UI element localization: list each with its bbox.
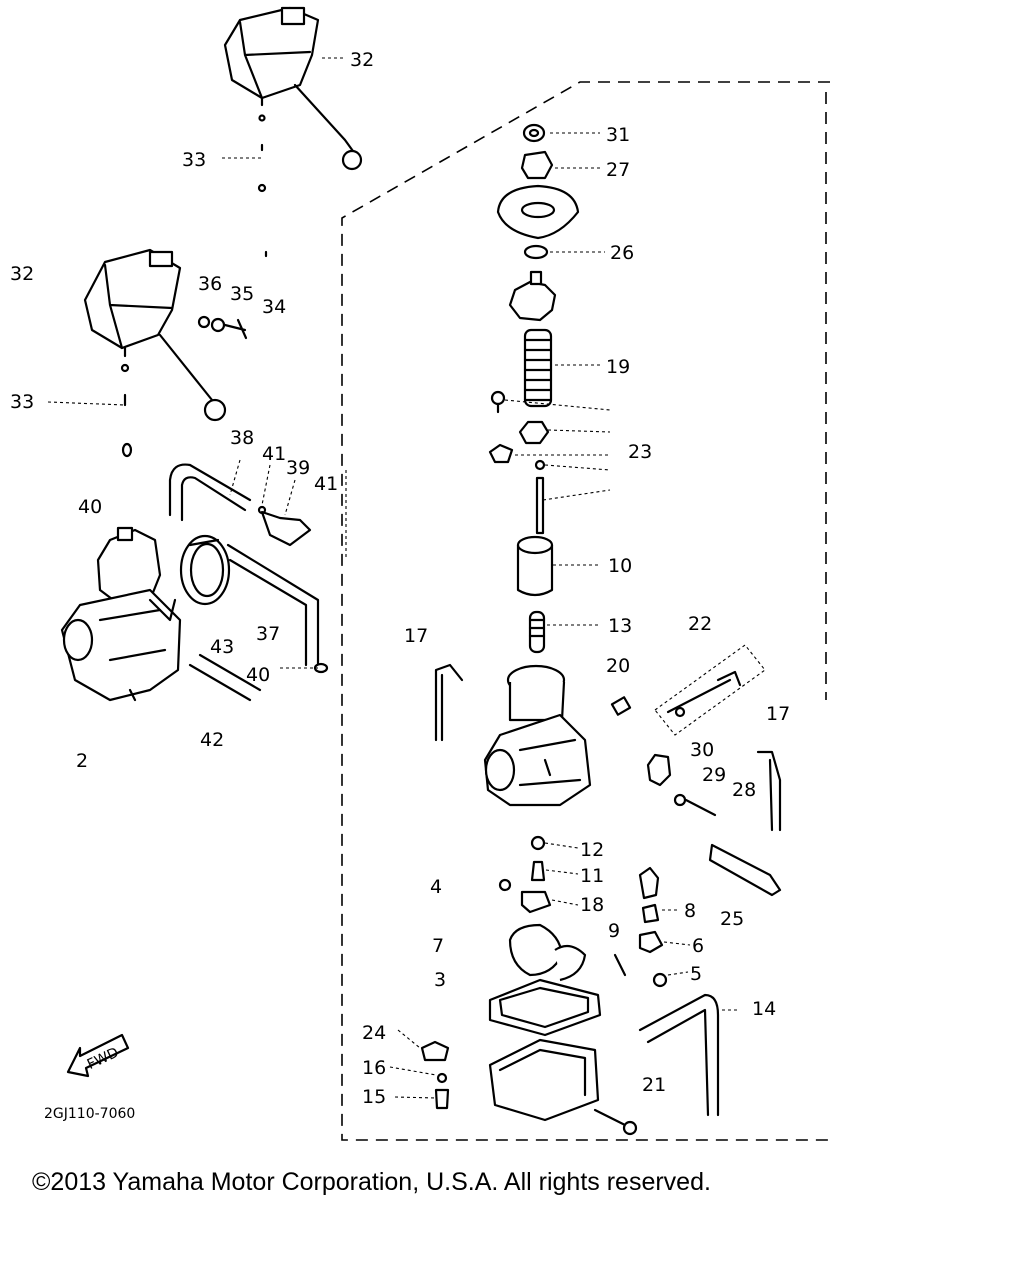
hose-clamp <box>179 534 231 606</box>
callout-12: 12 <box>580 839 604 861</box>
callout-32-lower: 32 <box>10 263 34 285</box>
callout-16: 16 <box>362 1057 386 1079</box>
callout-32-top: 32 <box>350 49 374 71</box>
diagram-reference-code: 2GJ110-7060 <box>44 1106 135 1122</box>
callout-39: 39 <box>286 457 310 479</box>
breather-hoses <box>168 463 329 702</box>
starter-plunger-22 <box>654 644 766 736</box>
cap-top-31 <box>522 123 546 143</box>
needle-jet-13 <box>528 610 546 654</box>
callout-41-b: 41 <box>314 473 338 495</box>
callout-21: 21 <box>642 1074 666 1096</box>
callout-9: 9 <box>608 920 620 942</box>
callout-20: 20 <box>606 655 630 677</box>
callout-11: 11 <box>580 865 604 887</box>
carburetor-exploded-diagram: FWD 32 33 32 36 35 34 33 38 41 39 41 40 … <box>10 6 832 1141</box>
throttle-valve-10 <box>516 535 554 597</box>
callout-33-top: 33 <box>182 149 206 171</box>
pilot-jet-20 <box>610 696 632 716</box>
o-ring-26 <box>523 244 549 260</box>
cover-plate <box>496 184 580 240</box>
callout-43: 43 <box>210 636 234 658</box>
callout-37: 37 <box>256 623 280 645</box>
callout-7: 7 <box>432 935 444 957</box>
throttle-spring-19 <box>523 328 553 408</box>
callout-2: 2 <box>76 750 88 772</box>
hose-17-right <box>756 750 782 832</box>
forward-arrow-icon: FWD <box>66 1033 130 1078</box>
main-jet-stack <box>498 835 552 914</box>
throttle-screw-set <box>646 753 782 897</box>
callout-24: 24 <box>362 1022 386 1044</box>
exploded-view-frame <box>341 81 832 1141</box>
callout-18: 18 <box>580 894 604 916</box>
joint-fitting <box>257 505 312 547</box>
callout-labels: 32 33 32 36 35 34 33 38 41 39 41 40 37 4… <box>10 49 790 1108</box>
callout-33-lower: 33 <box>10 391 34 413</box>
carburetor-assembly-small <box>60 526 182 702</box>
callout-19: 19 <box>606 356 630 378</box>
callout-25: 25 <box>720 908 744 930</box>
cable-adjuster <box>508 270 557 322</box>
callout-17-left: 17 <box>404 625 428 647</box>
callout-40-a: 40 <box>78 496 102 518</box>
chamber-screws <box>420 1040 450 1110</box>
callout-29: 29 <box>702 764 726 786</box>
mixing-chamber-cap-27 <box>520 150 554 180</box>
callout-28: 28 <box>732 779 756 801</box>
callout-8: 8 <box>684 900 696 922</box>
callout-5: 5 <box>690 963 702 985</box>
callout-3: 3 <box>434 969 446 991</box>
callout-14: 14 <box>752 998 776 1020</box>
callout-17-right: 17 <box>766 703 790 725</box>
callout-6: 6 <box>692 935 704 957</box>
callout-13: 13 <box>608 615 632 637</box>
callout-27: 27 <box>606 159 630 181</box>
callout-10: 10 <box>608 555 632 577</box>
carburetor-body <box>483 664 592 807</box>
float-7 <box>508 923 587 982</box>
needle-valve-set <box>638 866 668 988</box>
callout-15: 15 <box>362 1086 386 1108</box>
throttle-cable-housing-lower <box>83 248 227 422</box>
callout-22: 22 <box>688 613 712 635</box>
callout-40-b: 40 <box>246 664 270 686</box>
callout-35: 35 <box>230 283 254 305</box>
bolt-washer-set <box>197 315 248 340</box>
float-pin-9 <box>613 953 627 977</box>
callout-4: 4 <box>430 876 442 898</box>
callout-41-a: 41 <box>262 443 286 465</box>
float-gasket-3 <box>488 978 602 1037</box>
throttle-cable-housing-upper <box>223 6 363 171</box>
drain-hose-14 <box>638 993 720 1117</box>
callout-26: 26 <box>610 242 634 264</box>
callout-42: 42 <box>200 729 224 751</box>
float-chamber-21 <box>488 1038 638 1136</box>
leader-lines <box>47 57 740 1099</box>
callout-36: 36 <box>198 273 222 295</box>
hose-17-left <box>434 663 464 742</box>
callout-34: 34 <box>262 296 286 318</box>
callout-30: 30 <box>690 739 714 761</box>
fwd-label: FWD <box>85 1045 121 1073</box>
callout-38: 38 <box>230 427 254 449</box>
cable-end-pieces <box>120 114 268 458</box>
callout-23: 23 <box>628 441 652 463</box>
copyright-notice: ©2013 Yamaha Motor Corporation, U.S.A. A… <box>32 1168 711 1196</box>
needle-set-23 <box>488 390 550 535</box>
callout-31: 31 <box>606 124 630 146</box>
